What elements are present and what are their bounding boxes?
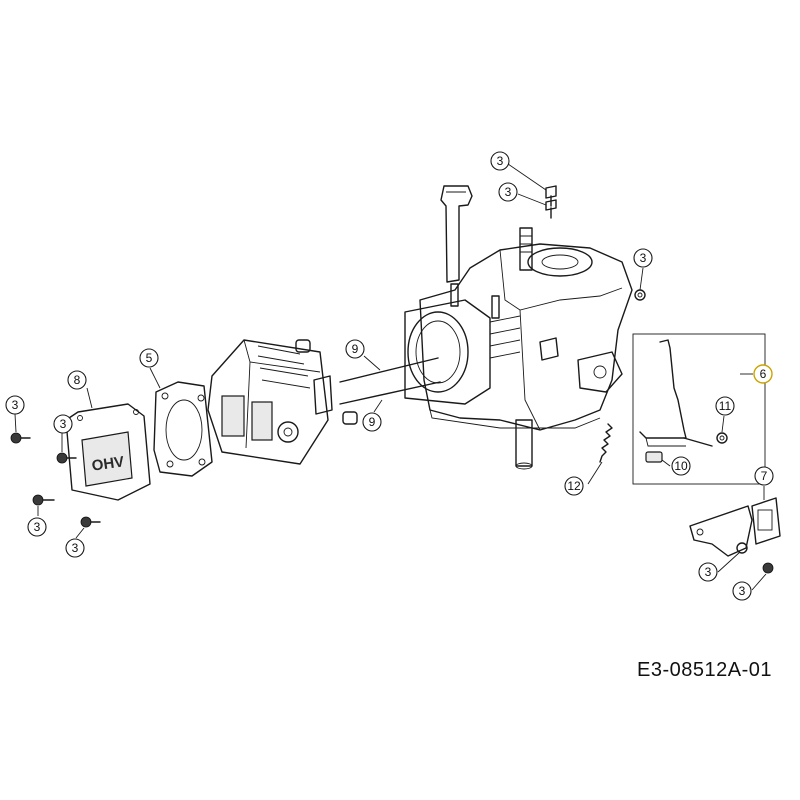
- svg-text:OHV: OHV: [91, 453, 126, 474]
- svg-text:3: 3: [640, 251, 647, 265]
- callout-bolt-top-2: 3: [498, 182, 518, 202]
- engine-block: [404, 185, 633, 470]
- callout-gasket: 5: [139, 348, 159, 368]
- bolt-top-1: [545, 185, 557, 207]
- bolt-left-4: [80, 516, 101, 528]
- bolt-left-3: [32, 494, 55, 506]
- leader-lines: [14, 163, 767, 591]
- callout-spring: 12: [564, 476, 584, 496]
- callout-bolt-bracket-1: 3: [698, 562, 718, 582]
- svg-text:12: 12: [567, 479, 581, 493]
- svg-text:3: 3: [497, 154, 504, 168]
- svg-text:3: 3: [739, 584, 746, 598]
- svg-text:8: 8: [74, 373, 81, 387]
- svg-text:9: 9: [369, 415, 376, 429]
- svg-text:10: 10: [674, 459, 688, 473]
- svg-text:3: 3: [34, 520, 41, 534]
- governor-linkage-kit: [632, 333, 766, 485]
- callout-valve-cover: 8: [67, 370, 87, 390]
- head-gasket: [153, 381, 213, 477]
- bolt-left-1: [10, 432, 31, 444]
- valve-cover: OHV: [65, 403, 151, 501]
- svg-text:11: 11: [719, 399, 732, 413]
- callout-kit: 6: [753, 364, 773, 384]
- retaining-clip: [645, 451, 663, 463]
- callout-clip: 10: [671, 456, 691, 476]
- push-rods: [339, 357, 441, 405]
- svg-text:7: 7: [761, 469, 768, 483]
- svg-text:3: 3: [705, 565, 712, 579]
- svg-text:3: 3: [72, 541, 79, 555]
- nut-right: [634, 289, 646, 301]
- bolt-left-2: [56, 452, 77, 464]
- callout-bolt-top-1: 3: [490, 151, 510, 171]
- callout-pushrod-upper: 9: [345, 339, 365, 359]
- callout-bolt-left-2: 3: [53, 414, 73, 434]
- callout-washer: 11: [715, 396, 735, 416]
- svg-text:5: 5: [146, 351, 153, 365]
- washer: [716, 432, 728, 444]
- callout-pushrod-lower: 9: [362, 412, 382, 432]
- svg-text:6: 6: [760, 367, 767, 381]
- bolt-top-2: [545, 199, 557, 219]
- valve-cover-lettering: OHV: [91, 453, 126, 474]
- governor-spring: [599, 423, 613, 463]
- svg-text:3: 3: [12, 398, 19, 412]
- callout-bolt-left-4: 3: [65, 538, 85, 558]
- control-bracket: [689, 497, 781, 574]
- svg-text:9: 9: [352, 342, 359, 356]
- svg-text:3: 3: [60, 417, 67, 431]
- callout-bracket: 7: [754, 466, 774, 486]
- callout-bolt-bracket-2: 3: [732, 581, 752, 601]
- cylinder-head: [207, 339, 358, 465]
- drawing-id-label: E3-08512A-01: [637, 659, 772, 681]
- callout-nut-right: 3: [633, 248, 653, 268]
- callout-bolt-left-1: 3: [5, 395, 25, 415]
- svg-text:3: 3: [505, 185, 512, 199]
- callout-bolt-left-3: 3: [27, 517, 47, 537]
